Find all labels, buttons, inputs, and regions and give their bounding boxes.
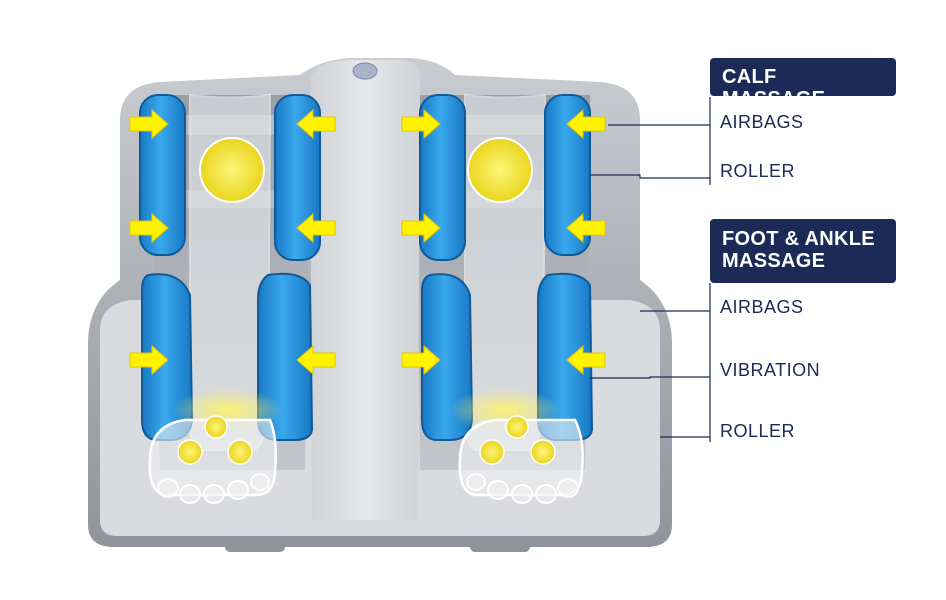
- leader-line: [590, 376, 710, 379]
- foot-vibration-label: VIBRATION: [720, 360, 821, 380]
- foot-roller: [505, 415, 529, 439]
- arrow-left-icon: [566, 212, 606, 244]
- arrow-right-icon: [129, 212, 169, 244]
- arrow-left-icon: [296, 344, 336, 376]
- arrow-right-icon: [129, 108, 169, 140]
- foot-roller: [177, 439, 203, 465]
- pressure-arrows: [129, 108, 606, 376]
- airbag: [139, 94, 186, 256]
- foot-ankle-title-line-2: MASSAGE: [722, 250, 826, 272]
- foot-ankle-title-line-1: FOOT & ANKLE: [722, 228, 875, 250]
- foot-ankle-massage-title: FOOT & ANKLE MASSAGE: [710, 219, 896, 283]
- arrow-left-icon: [566, 344, 606, 376]
- arrow-left-icon: [296, 212, 336, 244]
- calf-massage-title: CALF MASSAGE: [710, 58, 896, 110]
- roller: [467, 137, 533, 203]
- leader-line: [590, 174, 710, 179]
- foot-roller: [479, 439, 505, 465]
- arrow-right-icon: [401, 212, 441, 244]
- calf-airbags-label: AIRBAGS: [720, 112, 804, 132]
- arrow-right-icon: [401, 108, 441, 140]
- leader-lines: [590, 97, 711, 442]
- right-foot: [450, 388, 584, 504]
- airbag: [419, 94, 466, 261]
- center-divider: [310, 60, 421, 520]
- left-foot: [148, 388, 283, 504]
- arrow-right-icon: [401, 344, 441, 376]
- foot-roller: [204, 415, 228, 439]
- arrow-left-icon: [296, 108, 336, 140]
- foot-roller: [530, 439, 556, 465]
- foot-roller-label: ROLLER: [720, 421, 796, 441]
- arrow-left-icon: [566, 108, 606, 140]
- calf-rollers: [199, 137, 533, 203]
- foot-airbags-label: AIRBAGS: [720, 297, 804, 317]
- foot-roller: [227, 439, 253, 465]
- arrow-right-icon: [129, 344, 169, 376]
- roller: [199, 137, 265, 203]
- brand-logo-emblem: [352, 62, 378, 80]
- calf-roller-label: ROLLER: [720, 161, 796, 181]
